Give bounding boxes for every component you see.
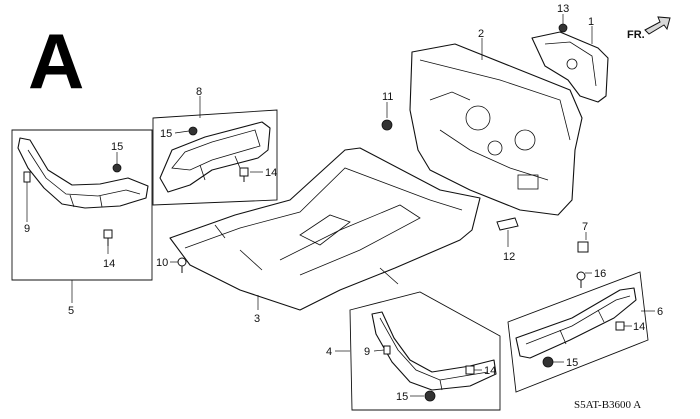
callout-14-box5: 14 xyxy=(103,258,115,270)
callout-11: 11 xyxy=(382,91,393,103)
clip-15-box5: 15 xyxy=(111,141,123,173)
forward-arrow-icon xyxy=(644,16,671,35)
callout-15-box6: 15 xyxy=(566,357,578,369)
clip-10: 10 xyxy=(156,257,187,273)
callout-16: 16 xyxy=(594,268,606,280)
trim-part-8 xyxy=(159,121,271,193)
bracket-part-1: 1 13 xyxy=(531,3,609,103)
parts-group-4: 4 9 14 15 xyxy=(326,291,501,411)
callout-14-box4: 14 xyxy=(484,365,496,377)
sill-trim-part-6 xyxy=(515,287,637,359)
callout-14-box6: 14 xyxy=(633,321,645,333)
callout-13: 13 xyxy=(557,3,569,15)
dashboard-insulator-2: 2 xyxy=(409,28,583,216)
callout-14-box8: 14 xyxy=(265,167,277,179)
callout-8: 8 xyxy=(196,86,202,98)
group-box-4 xyxy=(349,291,501,411)
floor-carpet-3: 3 10 xyxy=(156,147,481,325)
callout-7: 7 xyxy=(582,221,588,233)
parts-group-8: 8 15 14 xyxy=(152,86,278,206)
pillar-trim-part-4 xyxy=(371,311,497,391)
clip-9-left: 9 xyxy=(23,171,31,235)
forward-direction-indicator: FR. xyxy=(627,16,671,41)
section-letter: A xyxy=(28,17,84,105)
callout-3: 3 xyxy=(254,313,260,325)
group-box-5 xyxy=(11,129,153,281)
clip-11: 11 xyxy=(381,91,393,131)
trim-part-5 xyxy=(17,137,149,209)
callout-4: 4 xyxy=(326,346,332,358)
clip-15-box6: 15 xyxy=(542,356,578,369)
clip-9-lower: 9 xyxy=(364,345,391,358)
callout-9-left: 9 xyxy=(24,223,30,235)
callout-15-box8: 15 xyxy=(160,128,172,140)
callout-12: 12 xyxy=(503,251,515,263)
callout-6: 6 xyxy=(657,306,663,318)
callout-1: 1 xyxy=(588,16,594,28)
diagram-code: S5AT-B3600 A xyxy=(574,399,641,411)
parts-group-5: 5 9 15 14 xyxy=(11,129,153,317)
callout-2: 2 xyxy=(478,28,484,40)
group-box-6 xyxy=(507,271,649,393)
callout-15-box5: 15 xyxy=(111,141,123,153)
callout-15-box4: 15 xyxy=(396,391,408,403)
callout-9-lower: 9 xyxy=(364,346,370,358)
group-box-8 xyxy=(152,109,278,206)
clip-15-box8: 15 xyxy=(160,126,198,140)
clip-14-box8: 14 xyxy=(239,167,277,182)
direction-label: FR. xyxy=(627,29,645,41)
clip-14-box6: 14 xyxy=(615,321,645,333)
clip-13: 13 xyxy=(557,3,569,33)
clip-14-box4: 14 xyxy=(465,365,496,377)
clip-15-box4: 15 xyxy=(396,390,436,403)
parts-group-6: 6 16 14 15 xyxy=(507,268,663,393)
clip-16: 16 xyxy=(576,268,606,288)
clip-14-box5: 14 xyxy=(103,229,115,270)
clip-7: 7 xyxy=(577,221,589,253)
callout-5: 5 xyxy=(68,305,74,317)
callout-10: 10 xyxy=(156,257,168,269)
clip-12: 12 xyxy=(496,217,519,263)
